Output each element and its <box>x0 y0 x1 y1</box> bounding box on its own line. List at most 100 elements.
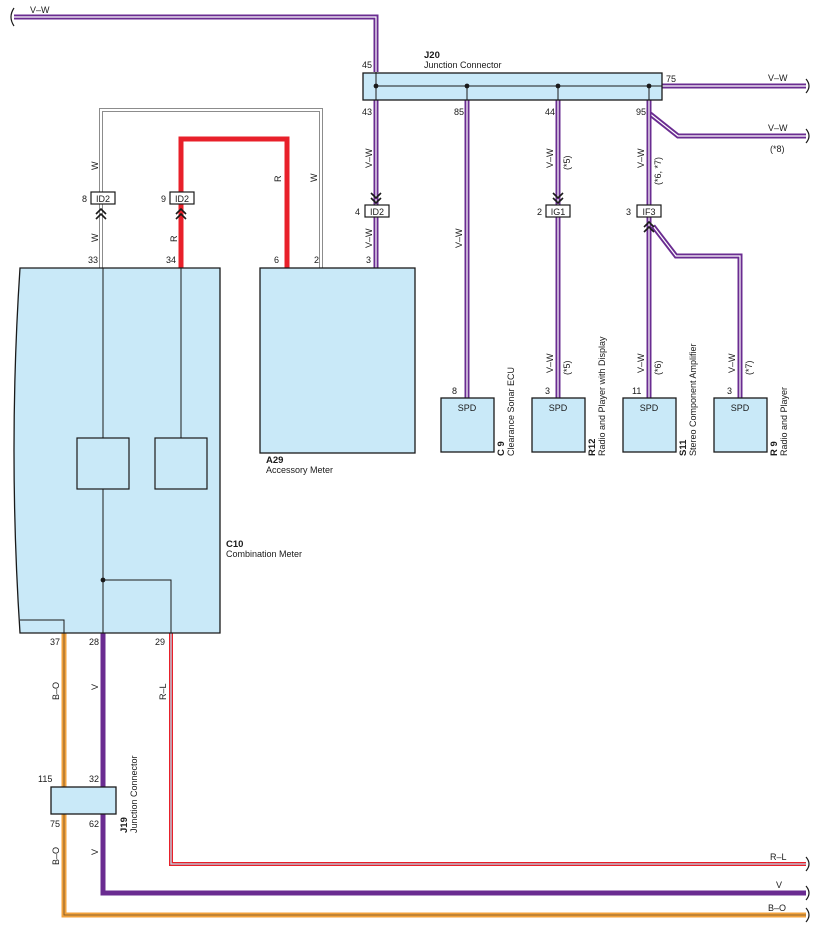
pin-c10-29: 29 <box>155 637 165 647</box>
wire-label-vw-r9: V–W <box>727 353 737 373</box>
wire-label-rl-upper: R–L <box>158 683 168 700</box>
pin-c10-28: 28 <box>89 637 99 647</box>
pin-c10-37: 37 <box>50 637 60 647</box>
wire-v-c10-j19 <box>100 633 806 896</box>
r12-spd-label: SPD <box>549 403 568 413</box>
s11-code: S11 <box>678 439 689 456</box>
wire-vw-j20-95-branch <box>647 111 806 139</box>
wire-label-vw-43-lower: V–W <box>364 228 374 248</box>
s11-spd-label: SPD <box>640 403 659 413</box>
c10-combination-meter <box>13 267 221 634</box>
c9-name: Clearance Sonar ECU <box>506 367 516 456</box>
wire-label-r-lower: R <box>169 235 179 242</box>
connector-id2-vw <box>364 192 390 218</box>
wire-break-marks-right <box>805 78 810 923</box>
wire-label-bo-upper: B–O <box>51 682 61 700</box>
wire-label-bo-right: B–O <box>768 903 786 913</box>
note-5-upper: (*5) <box>562 155 572 170</box>
s11-stereo-amplifier <box>622 397 677 453</box>
wire-label-vw-95-lower: V–W <box>636 353 646 373</box>
pin-j19-62: 62 <box>89 819 99 829</box>
s11-name: Stereo Component Amplifier <box>688 343 698 456</box>
wire-r-c10-a29 <box>178 136 290 268</box>
r9-radio-player <box>713 397 768 453</box>
pin-j20-85: 85 <box>454 107 464 117</box>
a29-name: Accessory Meter <box>266 465 333 475</box>
wire-label-vw-95-upper: V–W <box>636 148 646 168</box>
note-8: (*8) <box>770 144 785 154</box>
pin-j20-44: 44 <box>545 107 555 117</box>
wire-label-v-lower: V <box>90 849 100 855</box>
note-67: (*6, *7) <box>653 157 663 185</box>
connector-id2-w <box>90 191 116 220</box>
id2-label-r: ID2 <box>175 194 189 204</box>
pin-r9-3: 3 <box>727 386 732 396</box>
pin-a29-3: 3 <box>366 255 371 265</box>
r9-name: Radio and Player <box>779 387 789 456</box>
pin-id2-8: 8 <box>82 194 87 204</box>
note-7: (*7) <box>744 360 754 375</box>
c10-code: C10 <box>226 539 243 550</box>
r9-code: R 9 <box>769 441 780 456</box>
c9-code: C 9 <box>496 441 507 456</box>
wire-label-w-lower: W <box>90 233 100 242</box>
pin-s11-11: 11 <box>632 386 641 396</box>
pin-j20-43: 43 <box>362 107 372 117</box>
wire-label-w-right: W <box>309 173 319 182</box>
c9-spd-label: SPD <box>458 403 477 413</box>
r12-radio-player-display <box>531 397 586 453</box>
note-6: (*6) <box>653 360 663 375</box>
pin-if3-3: 3 <box>626 207 631 217</box>
j20-junction-connector <box>362 72 663 101</box>
wire-label-vw-85: V–W <box>454 228 464 248</box>
ig1-label: IG1 <box>551 207 566 217</box>
r12-name: Radio and Player with Display <box>597 336 607 456</box>
connector-id2-r <box>169 191 195 220</box>
wire-bo-c10-j19 <box>61 633 806 918</box>
pin-id2-9: 9 <box>161 194 166 204</box>
pin-j20-95: 95 <box>636 107 646 117</box>
wire-label-vw-43-upper: V–W <box>364 148 374 168</box>
pin-j20-45: 45 <box>362 60 372 70</box>
j19-junction-connector <box>50 786 117 815</box>
wire-label-vw-44-lower: V–W <box>545 353 555 373</box>
a29-code: A29 <box>266 455 283 466</box>
pin-a29-6: 6 <box>274 255 279 265</box>
wire-vw-if3-r9 <box>651 224 743 398</box>
j20-name: Junction Connector <box>424 60 502 70</box>
pin-a29-2: 2 <box>314 255 319 265</box>
wire-label-vw-top: V–W <box>30 5 50 15</box>
connector-ig1 <box>545 192 571 218</box>
j19-code: J19 <box>119 817 130 833</box>
pin-c10-33: 33 <box>88 255 98 265</box>
wire-label-v-right: V <box>776 880 782 890</box>
pin-r12-3: 3 <box>545 386 550 396</box>
if3-label: IF3 <box>642 207 655 217</box>
pin-id2-4: 4 <box>355 207 360 217</box>
wire-rl-c10 <box>169 633 806 866</box>
c10-name: Combination Meter <box>226 549 302 559</box>
r9-spd-label: SPD <box>731 403 750 413</box>
wire-label-r-right: R <box>273 175 283 182</box>
pin-c10-34: 34 <box>166 255 176 265</box>
r12-code: R12 <box>587 439 598 456</box>
pin-j19-115: 115 <box>38 774 52 784</box>
wire-label-v-upper: V <box>90 684 100 690</box>
wire-vw-top-input <box>14 14 379 72</box>
pin-c9-8: 8 <box>452 386 457 396</box>
j20-code: J20 <box>424 50 440 61</box>
id2-label-w: ID2 <box>96 194 110 204</box>
id2-label-vw: ID2 <box>370 207 384 217</box>
pin-j19-75: 75 <box>50 819 60 829</box>
c9-clearance-sonar-ecu <box>440 397 495 453</box>
a29-accessory-meter <box>259 267 416 454</box>
wire-label-bo-lower: B–O <box>51 847 61 865</box>
wire-w-c10-a29 <box>99 108 323 268</box>
wire-label-rl-right: R–L <box>770 852 787 862</box>
wire-label-vw-44-upper: V–W <box>545 148 555 168</box>
wire-label-w-upper: W <box>90 161 100 170</box>
note-5-lower: (*5) <box>562 360 572 375</box>
pin-j20-75: 75 <box>666 74 676 84</box>
wire-break-mark-top <box>10 7 15 27</box>
